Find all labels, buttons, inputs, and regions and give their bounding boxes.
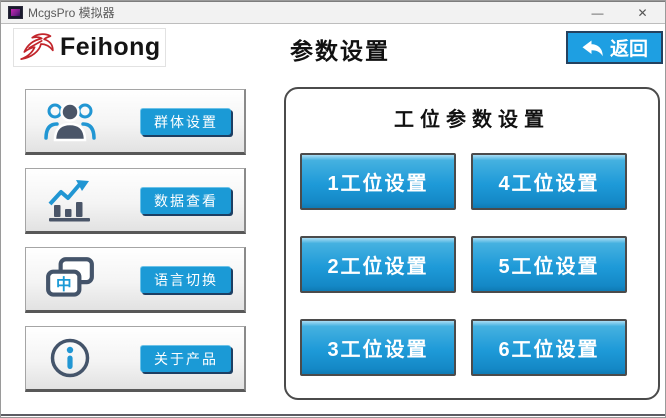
chart-icon [48, 180, 90, 222]
window-controls: — ✕ [575, 2, 665, 24]
language-icon-char: 中 [56, 274, 72, 293]
back-button-label: 返回 [609, 39, 648, 60]
sidebar-card-about: 关于产品 [25, 326, 246, 392]
bird-logo-icon [20, 32, 54, 60]
data-view-button[interactable]: 数据查看 [140, 186, 231, 214]
station-2-settings-button[interactable]: 2工位设置 [300, 236, 456, 293]
back-button[interactable]: 返回 [566, 31, 663, 64]
back-arrow-icon [582, 40, 603, 56]
station-panel: 工位参数设置 1工位设置 4工位设置 2工位设置 5工位设置 3工位设置 6工位… [284, 87, 660, 400]
language-switch-button[interactable]: 语言切换 [140, 265, 231, 293]
station-5-settings-button[interactable]: 5工位设置 [471, 236, 627, 293]
sidebar-card-language: 中 语言切换 [25, 247, 246, 313]
page-title: 参数设置 [290, 38, 390, 64]
brand-name: Feihong [60, 33, 161, 61]
about-product-button[interactable]: 关于产品 [140, 344, 231, 372]
station-6-settings-button[interactable]: 6工位设置 [471, 319, 627, 376]
minimize-button[interactable]: — [591, 6, 604, 20]
station-4-settings-button[interactable]: 4工位设置 [471, 153, 627, 210]
station-3-settings-button[interactable]: 3工位设置 [300, 319, 456, 376]
group-icon [44, 102, 96, 142]
sidebar-card-data: 数据查看 [25, 168, 246, 234]
brand-logo: Feihong [13, 28, 166, 67]
app-logo-icon [8, 6, 23, 19]
group-settings-button[interactable]: 群体设置 [140, 107, 231, 135]
title-bar: McgsPro 模拟器 — ✕ [1, 1, 665, 24]
close-button[interactable]: ✕ [637, 6, 648, 20]
station-panel-title: 工位参数设置 [394, 109, 550, 131]
sidebar-card-group: 群体设置 [25, 89, 246, 155]
info-icon [50, 338, 90, 378]
station-1-settings-button[interactable]: 1工位设置 [300, 153, 456, 210]
language-icon: 中 [46, 257, 94, 297]
window-bottom-border [1, 414, 665, 416]
window-title: McgsPro 模拟器 [28, 6, 115, 20]
